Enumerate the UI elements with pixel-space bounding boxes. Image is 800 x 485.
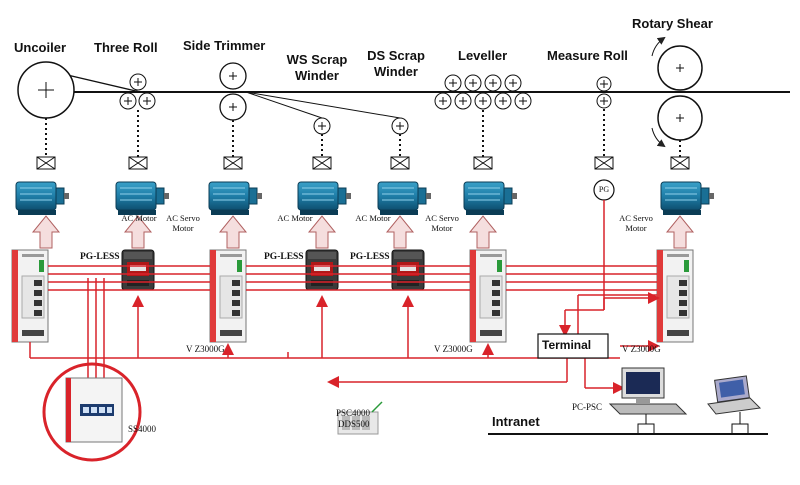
pc-psc-workstation xyxy=(608,367,688,435)
ss4000-label: SS4000 xyxy=(128,424,157,434)
drive-bus xyxy=(29,200,660,394)
label-ds-scrap-1: DS Scrap xyxy=(367,48,425,63)
label-ds-scrap-2: Winder xyxy=(374,64,418,79)
pc-psc-label: PC-PSC xyxy=(572,402,603,412)
psc-label: PSC4000 xyxy=(336,408,371,418)
vz-label-2: V Z3000G xyxy=(434,344,473,354)
motor-label-ds-scrap: AC Motor xyxy=(355,213,391,223)
pg-less-label-2: PG-LESS xyxy=(264,252,304,262)
measure-roll-unit xyxy=(593,76,615,201)
encoder-label: PG xyxy=(598,185,610,194)
motor-label-ws-scrap: AC Motor xyxy=(277,213,313,223)
laptop xyxy=(707,375,762,435)
pg-less-label-1: PG-LESS xyxy=(80,252,120,262)
ss4000-unit xyxy=(42,362,142,462)
rotary-shear-unit xyxy=(651,36,715,249)
intranet-label: Intranet xyxy=(492,414,540,429)
label-ws-scrap-2: Winder xyxy=(295,68,339,83)
motor-label-side-trimmer-2: Motor xyxy=(172,223,194,233)
drive-row xyxy=(11,249,694,343)
motor-label-rotary-shear-1: AC Servo xyxy=(619,213,653,223)
dds-label: DDS500 xyxy=(338,419,370,429)
uncoiler-reel xyxy=(15,61,75,249)
motor-label-side-trimmer-1: AC Servo xyxy=(166,213,200,223)
psc-dds-unit xyxy=(337,401,383,435)
motor-label-leveller-1: AC Servo xyxy=(425,213,459,223)
terminal-box xyxy=(537,333,609,359)
three-roll-unit xyxy=(115,73,170,249)
side-trimmer-unit xyxy=(208,62,401,249)
vz-label-3: V Z3000G xyxy=(622,344,661,354)
label-side-trimmer: Side Trimmer xyxy=(183,38,266,53)
label-three-roll: Three Roll xyxy=(94,40,158,55)
motor-label-three-roll: AC Motor xyxy=(121,213,157,223)
motor-label-leveller-2: Motor xyxy=(431,223,453,233)
leveller-unit xyxy=(434,74,532,249)
ds-scrap-winder-unit xyxy=(377,117,432,249)
label-rotary-shear: Rotary Shear xyxy=(632,16,713,31)
label-measure-roll: Measure Roll xyxy=(547,48,628,63)
vz-label-1: V Z3000G xyxy=(186,344,225,354)
label-ws-scrap-1: WS Scrap xyxy=(286,52,348,67)
pg-less-label-3: PG-LESS xyxy=(350,252,390,262)
motor-label-rotary-shear-2: Motor xyxy=(625,223,647,233)
ws-scrap-winder-unit xyxy=(297,117,352,249)
terminal-label: Terminal xyxy=(542,338,592,352)
label-leveller: Leveller xyxy=(458,48,508,63)
label-uncoiler: Uncoiler xyxy=(14,40,67,55)
